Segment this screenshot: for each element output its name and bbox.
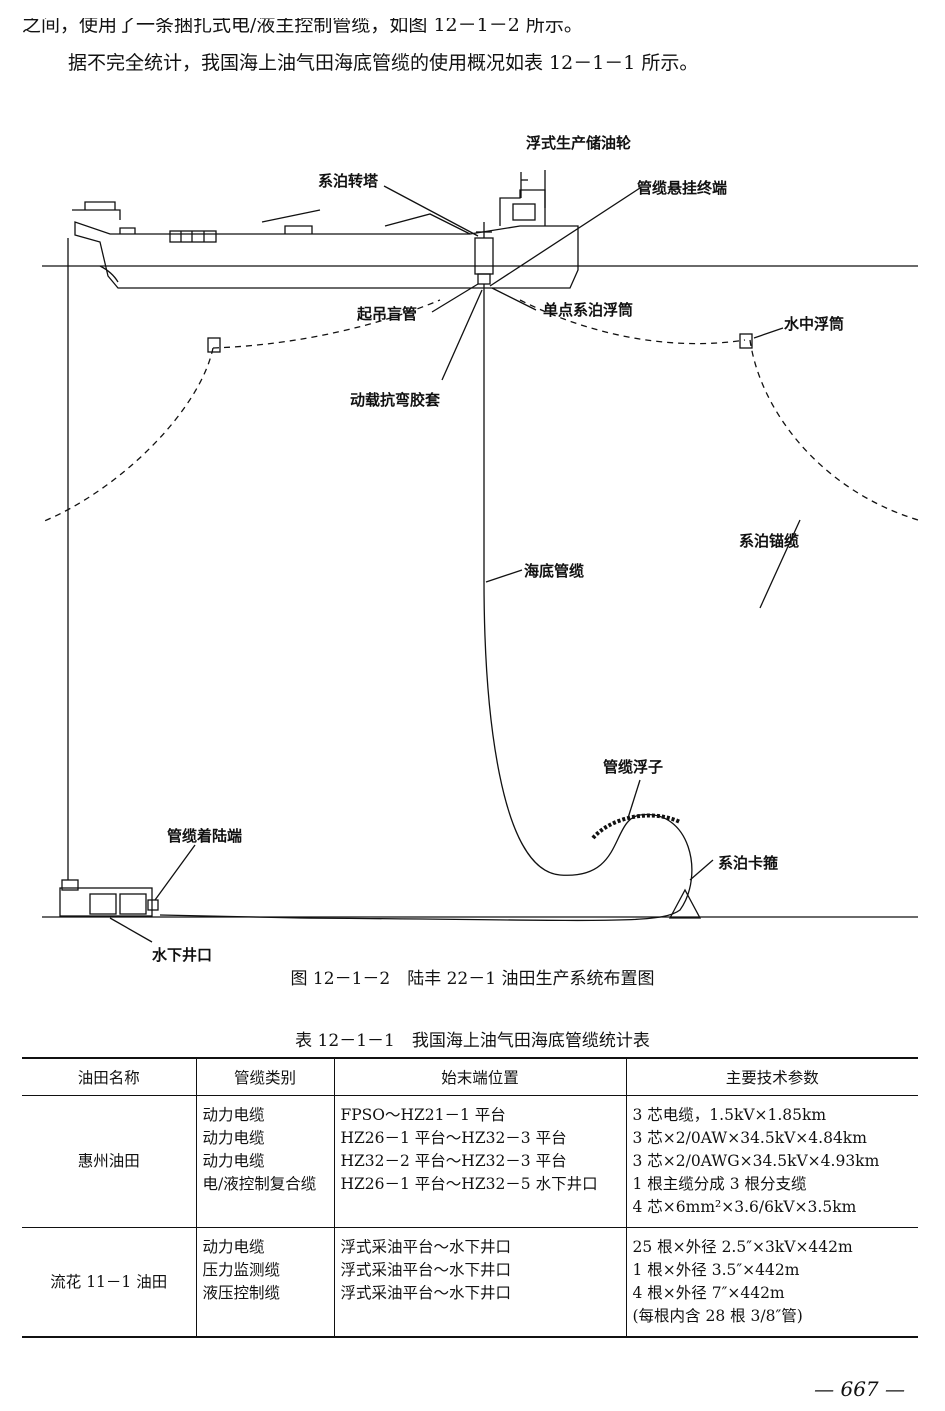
cell-positions: 浮式采油平台～水下井口 浮式采油平台～水下井口 浮式采油平台～水下井口 <box>333 1227 626 1338</box>
param: 4 根×外径 7″×442m <box>632 1284 785 1302</box>
midwater-buoy-left <box>207 337 221 353</box>
cell-field-name: 惠州油田 <box>22 1095 196 1228</box>
position: HZ32－2 平台～HZ32－3 平台 <box>340 1152 567 1170</box>
position: HZ26－1 平台～HZ32－5 水下井口 <box>340 1175 598 1193</box>
turret-body <box>474 237 494 275</box>
position: 浮式采油平台～水下井口 <box>340 1284 512 1302</box>
param: 1 根×外径 3.5″×442m <box>632 1261 800 1279</box>
header-position: 始末端位置 <box>333 1057 626 1096</box>
label-landing-end: 管缆着陆端 <box>167 827 243 845</box>
mooring-anchor <box>668 888 702 919</box>
table-row: 惠州油田 动力电缆 动力电缆 动力电缆 电/液控制复合缆 FPSO～HZ21－1… <box>22 1095 918 1228</box>
param: 4 芯×6mm²×3.6/6kV×3.5km <box>632 1198 857 1216</box>
cable-statistics-table: 油田名称 管缆类别 始末端位置 主要技术参数 惠州油田 动力电缆 动力电缆 动力… <box>22 1057 918 1338</box>
figure-caption: 图 12－1－2 陆丰 22－1 油田生产系统布置图 <box>290 969 655 989</box>
label-midwater-buoy: 水中浮筒 <box>784 315 845 333</box>
cable-type: 液压控制缆 <box>202 1284 281 1302</box>
mooring-line-right <box>519 299 746 345</box>
header-field-name: 油田名称 <box>22 1057 196 1096</box>
position: HZ26－1 平台～HZ32－3 平台 <box>340 1129 567 1147</box>
subsea-cable-path <box>159 284 693 922</box>
cable-float-section <box>591 813 681 840</box>
header-params: 主要技术参数 <box>625 1057 918 1096</box>
label-lifting-pipe: 起吊盲管 <box>357 305 418 323</box>
fpso-hull <box>74 221 579 289</box>
table-header-row: 油田名称 管缆类别 始末端位置 主要技术参数 <box>22 1057 918 1096</box>
header-cable-type: 管缆类别 <box>195 1057 334 1096</box>
cable-type: 压力监测缆 <box>202 1261 281 1279</box>
label-subsea-cable: 海底管缆 <box>524 562 585 580</box>
param: (每根内含 28 根 3/8″管) <box>632 1307 803 1325</box>
page-number: — 667 — <box>814 1377 905 1401</box>
deck-containers <box>169 230 217 243</box>
cable-type: 电/液控制复合缆 <box>202 1175 317 1193</box>
layout-diagram <box>41 170 919 943</box>
intro-paragraph: 据不完全统计，我国海上油气田海底管缆的使用概况如表 12－1－1 所示。 <box>68 52 699 74</box>
position: FPSO～HZ21－1 平台 <box>340 1106 506 1124</box>
label-cable-hang-end: 管缆悬挂终端 <box>637 179 728 197</box>
table-title: 表 12－1－1 我国海上油气田海底管缆统计表 <box>295 1031 650 1051</box>
label-bend-sleeve: 动载抗弯胶套 <box>350 391 441 409</box>
top-paragraph-line: 之间，使用了一条捆扎式电/液主控制管缆，如图 12－1－2 所示。 <box>22 14 583 36</box>
cable-type: 动力电缆 <box>202 1129 265 1147</box>
cell-cable-types: 动力电缆 压力监测缆 液压控制缆 <box>195 1227 334 1338</box>
label-fpso: 浮式生产储油轮 <box>526 134 632 152</box>
cell-params: 3 芯电缆，1.5kV×1.85km 3 芯×2/0AW×34.5kV×4.84… <box>625 1095 918 1228</box>
production-system-figure: 浮式生产储油轮 系泊转塔 管缆悬挂终端 起吊盲管 单点系泊浮筒 水中浮筒 动载抗… <box>0 110 945 964</box>
param: 25 根×外径 2.5″×3kV×442m <box>632 1238 853 1256</box>
label-cable-float: 管缆浮子 <box>603 758 664 776</box>
fpso-stern <box>99 265 119 283</box>
cable-type: 动力电缆 <box>202 1152 265 1170</box>
cable-type: 动力电缆 <box>202 1106 265 1124</box>
param: 3 芯×2/0AW×34.5kV×4.84km <box>632 1129 867 1147</box>
label-wellhead: 水下井口 <box>152 946 213 964</box>
position: 浮式采油平台～水下井口 <box>340 1261 512 1279</box>
midwater-buoy-right <box>739 333 753 349</box>
param: 1 根主缆分成 3 根分支缆 <box>632 1175 807 1193</box>
spm-buoy-shape <box>477 273 491 285</box>
cell-positions: FPSO～HZ21－1 平台 HZ26－1 平台～HZ32－3 平台 HZ32－… <box>333 1095 626 1228</box>
cell-params: 25 根×外径 2.5″×3kV×442m 1 根×外径 3.5″×442m 4… <box>625 1227 918 1338</box>
label-spm-buoy: 单点系泊浮筒 <box>543 301 634 319</box>
wellhead-structure <box>59 887 153 917</box>
mooring-line-left <box>41 347 214 523</box>
param: 3 芯电缆，1.5kV×1.85km <box>632 1106 827 1124</box>
cell-field-name: 流花 11－1 油田 <box>22 1227 196 1338</box>
table-row: 流花 11－1 油田 动力电缆 压力监测缆 液压控制缆 浮式采油平台～水下井口 … <box>22 1227 918 1338</box>
cell-cable-types: 动力电缆 动力电缆 动力电缆 电/液控制复合缆 <box>195 1095 334 1228</box>
label-mooring-line: 系泊锚缆 <box>739 532 800 550</box>
label-mooring-turret: 系泊转塔 <box>318 172 379 190</box>
cable-type: 动力电缆 <box>202 1238 265 1256</box>
param: 3 芯×2/0AWG×34.5kV×4.93km <box>632 1152 880 1170</box>
label-mooring-clamp: 系泊卡箍 <box>718 854 779 872</box>
position: 浮式采油平台～水下井口 <box>340 1238 512 1256</box>
